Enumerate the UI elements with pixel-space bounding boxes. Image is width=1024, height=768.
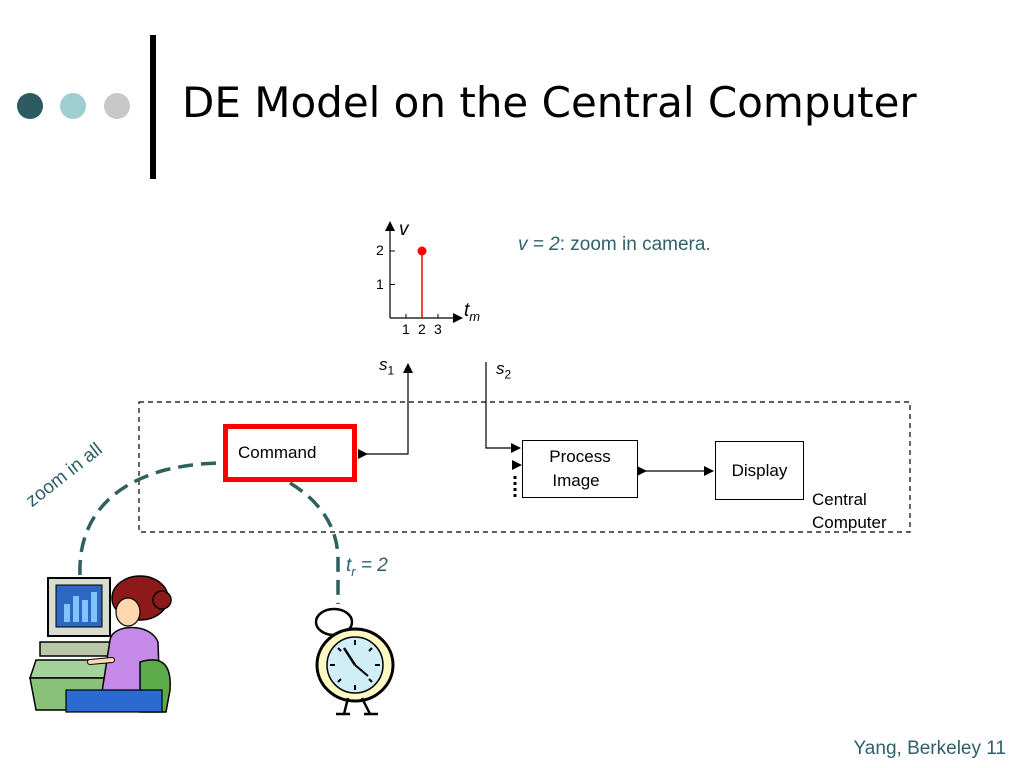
user-at-computer-illustration [28,575,172,713]
event-point-0 [417,246,427,256]
container-label-1: Central [812,490,867,509]
x-tick-label-2: 2 [418,321,426,337]
annotation-text: : zoom in camera. [559,234,711,255]
x-tick-label-3: 3 [434,321,442,337]
container-label-2: Computer [812,513,887,532]
title-bullet-2 [60,93,86,119]
title-bullet-3 [104,93,130,119]
timer-rest: = 2 [355,555,388,576]
timer-base: t [346,555,352,576]
timer-label: tr = 2 [346,555,388,579]
timer-sub: r [351,563,356,579]
alarm-clock-illustration [314,607,395,716]
chart-x-label: tm [464,300,480,324]
display-label: Display [731,460,788,480]
mini-chart [385,221,463,323]
title-divider [150,35,156,179]
process-label-1: Process [549,447,611,466]
process-input-port-2 [512,460,522,470]
s1-sub: 1 [387,363,395,378]
zoom-annotation: v = 2: zoom in camera. [518,234,711,256]
chart-x-label-sub: m [469,308,481,324]
chart-y-label: v [399,219,409,240]
user-to-command-connector [78,461,225,576]
x-tick-label-1: 1 [402,321,410,337]
chart-x-label-base: t [464,300,470,321]
s2-base: s [496,359,505,378]
s2-to-process-line [485,362,521,453]
command-label: Command [238,443,317,462]
s1-base: s [379,355,388,374]
y-tick-label-1: 1 [376,275,384,292]
y-tick-label-2: 2 [376,242,384,258]
display-block[interactable]: Display [715,441,804,500]
signal-s1-label: s1 [379,355,394,377]
central-computer-container [138,401,911,533]
timer-to-command-connector [289,481,340,604]
slide-footer: Yang, Berkeley 11 [853,738,1006,759]
s2-sub: 2 [504,367,512,382]
signal-s2-label: s2 [496,359,511,381]
command-output-port [358,449,368,459]
central-computer-label: Central Computer [812,488,887,534]
process-label-2: Image [552,471,600,490]
command-block[interactable]: Command [223,424,357,482]
title-bullet-1 [17,93,43,119]
process-image-block[interactable]: Process Image [522,440,638,498]
process-output-port [637,466,647,476]
command-to-s1-line [362,363,413,455]
v-equation: v = 2 [518,234,560,255]
page-title: DE Model on the Central Computer [182,78,917,127]
